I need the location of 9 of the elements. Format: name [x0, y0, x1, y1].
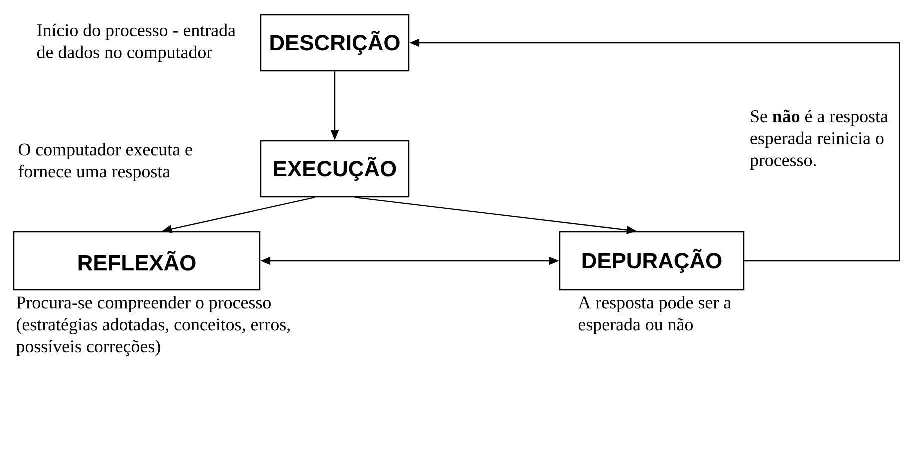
note-text: O computador executa e fornece uma resposta — [18, 143, 192, 182]
note-text: A resposta pode ser a esperada ou não — [578, 296, 732, 334]
process-box: DEPURAÇÃO — [559, 231, 745, 291]
process-box: DESCRIÇÃO — [260, 14, 410, 72]
process-box: REFLEXÃO — [13, 231, 261, 291]
note-text: Procura-se compreender o processo (estratégias adotadas, conceitos, erros, possíveis correções) — [16, 296, 290, 356]
process-box: EXECUÇÃO — [260, 140, 410, 198]
note-text: Início do processo - entrada de dados no computador — [37, 24, 236, 62]
edge-label: Se não é a resposta esperada reinicia o processo. — [750, 110, 888, 170]
